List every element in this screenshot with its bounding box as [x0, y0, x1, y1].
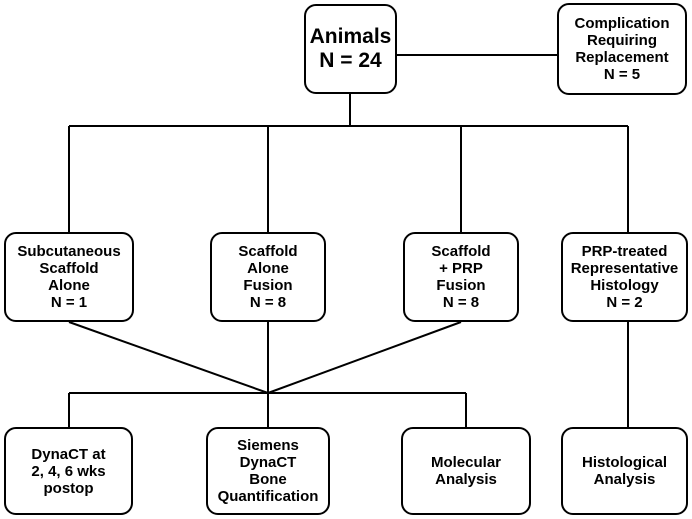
node-text-line: Molecular: [430, 454, 502, 471]
connector-subcutaneous-converge: [68, 321, 269, 394]
node-text-line: Fusion: [436, 277, 486, 294]
node-text-line: 2, 4, 6 wks: [31, 462, 106, 480]
node-text-line: Replacement: [575, 49, 669, 66]
node-text-line: N = 5: [603, 66, 641, 83]
node-text-line: Analysis: [593, 471, 656, 488]
node-dynact: DynaCT at 2, 4, 6 wks postop: [4, 427, 133, 515]
node-scaffold-prp: Scaffold + PRP Fusion N = 8: [403, 232, 519, 322]
node-text-line: postop: [43, 479, 94, 497]
node-text-line: Scaffold: [39, 260, 99, 277]
node-text-line: Scaffold: [431, 243, 491, 260]
node-text-line: Analysis: [435, 471, 497, 488]
node-text-line: Animals: [309, 25, 392, 48]
node-prp-histology: PRP-treated Representative Histology N =…: [561, 232, 688, 322]
node-text-line: Scaffold: [238, 243, 298, 260]
node-text-line: N = 1: [50, 294, 88, 311]
node-text-line: Quantification: [217, 488, 319, 505]
node-siemens: Siemens DynaCT Bone Quantification: [206, 427, 330, 515]
node-molecular: Molecular Analysis: [401, 427, 531, 515]
node-text-line: + PRP: [439, 260, 483, 277]
node-histological: Histological Analysis: [561, 427, 688, 515]
node-text-line: DynaCT at: [31, 445, 106, 463]
node-text-line: Bone: [249, 471, 287, 488]
node-complication: Complication Requiring Replacement N = 5: [557, 3, 687, 95]
node-text-line: Representative: [570, 260, 679, 277]
node-text-line: Complication: [574, 15, 670, 32]
node-subcutaneous: Subcutaneous Scaffold Alone N = 1: [4, 232, 134, 322]
node-text-line: PRP-treated: [581, 243, 668, 260]
node-scaffold-alone: Scaffold Alone Fusion N = 8: [210, 232, 326, 322]
node-text-line: N = 2: [606, 294, 643, 311]
node-text-line: Siemens: [237, 437, 299, 454]
node-animals: Animals N = 24: [304, 4, 397, 94]
node-text-line: N = 8: [249, 294, 287, 311]
node-text-line: DynaCT: [239, 454, 297, 471]
node-text-line: N = 8: [442, 294, 480, 311]
connector-scaffold-prp-converge: [267, 321, 462, 394]
node-text-line: Fusion: [243, 277, 293, 294]
node-text-line: Alone: [247, 260, 289, 277]
node-text-line: Histological: [581, 454, 667, 471]
node-text-line: Requiring: [587, 32, 657, 49]
node-text-line: Alone: [48, 277, 90, 294]
node-text-line: N = 24: [319, 49, 382, 72]
node-text-line: Histology: [590, 277, 659, 294]
node-text-line: Subcutaneous: [17, 243, 121, 260]
